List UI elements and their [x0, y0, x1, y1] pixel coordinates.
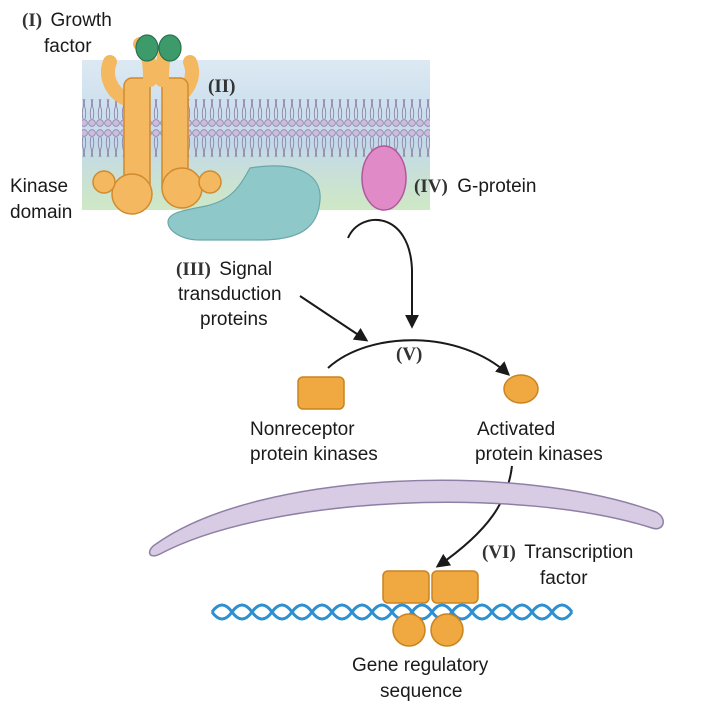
gene-regulatory-label: Gene regulatory [352, 655, 489, 676]
signal-transduction-label: (III) Signal [176, 259, 272, 280]
receptor-label: (II) [208, 76, 235, 97]
growth-factor-label: (I) Growth [22, 10, 112, 31]
signal-transduction-label-line2: transduction [178, 284, 282, 305]
pathway-arrows [299, 218, 513, 568]
step-v-label: (V) [396, 344, 422, 365]
activated-label-line2: protein kinases [475, 444, 603, 465]
activated-kinase-icon [503, 374, 539, 404]
growth-factor-label-line2: factor [44, 36, 92, 57]
transcription-factor-label-line2: factor [540, 568, 588, 589]
signal-transduction-label-line3: proteins [200, 309, 268, 330]
signal-transduction-protein [167, 165, 321, 241]
activation-arc [327, 339, 511, 376]
activated-label: Activated [477, 419, 555, 440]
kinase-domain-label-line2: domain [10, 202, 72, 223]
nuclear-envelope [148, 479, 664, 557]
g-protein-arrow [347, 218, 419, 329]
g-protein-label: (IV) G-protein [414, 176, 536, 197]
kinase-domain-label: Kinase [10, 176, 68, 197]
growth-factor-icon [135, 34, 182, 62]
nonreceptor-label: Nonreceptor [250, 419, 355, 440]
nonreceptor-kinase-icon [297, 376, 345, 410]
transduction-arrow [299, 295, 369, 342]
transcription-factor-icon [382, 570, 479, 647]
transcription-factor-label: (VI) Transcription [482, 542, 633, 563]
dna-helix [210, 603, 574, 621]
nuclear-arrow [435, 465, 513, 568]
g-protein-icon [361, 145, 407, 211]
gene-regulatory-label-line2: sequence [380, 681, 462, 702]
nonreceptor-label-line2: protein kinases [250, 444, 378, 465]
